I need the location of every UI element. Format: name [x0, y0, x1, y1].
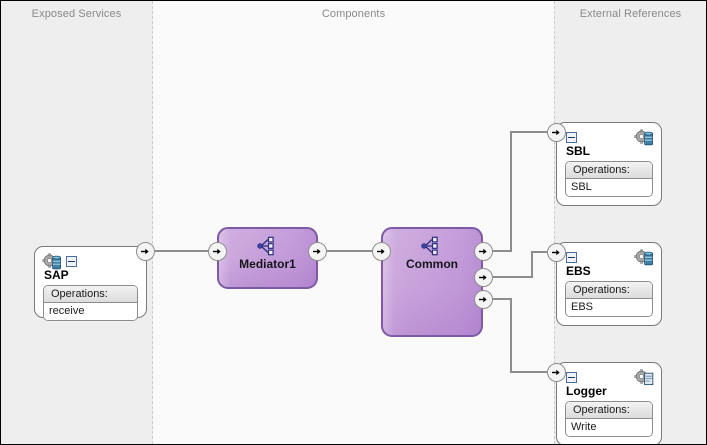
operations-header: Operations: [566, 402, 652, 419]
reference-node-sbl[interactable]: SBL Operations: SBL [556, 122, 662, 206]
port-common-output-3[interactable] [474, 290, 493, 309]
operations-header: Operations: [566, 282, 652, 299]
operations-header: Operations: [44, 286, 137, 303]
port-common-output-2[interactable] [474, 268, 493, 287]
port-logger-input[interactable] [547, 363, 566, 382]
reference-node-logger-operations: Operations: Write [565, 401, 653, 437]
operation-row[interactable]: EBS [566, 299, 652, 316]
component-mediator1[interactable]: Mediator1 [217, 227, 318, 289]
gear-file-icon [634, 369, 654, 387]
reference-node-logger-header: Logger [557, 363, 661, 401]
port-mediator1-input[interactable] [208, 242, 227, 261]
component-mediator1-label: Mediator1 [239, 257, 296, 271]
operation-row[interactable]: Write [566, 419, 652, 436]
mediator-icon [255, 236, 281, 256]
service-node-sap-title: SAP [44, 268, 69, 282]
lane-title-components: Components [321, 8, 386, 20]
collapse-toggle-logger[interactable] [566, 372, 577, 383]
operation-row[interactable]: SBL [566, 179, 652, 196]
port-common-input[interactable] [372, 242, 391, 261]
mediator-icon [419, 236, 445, 256]
reference-node-sbl-title: SBL [566, 144, 590, 158]
collapse-toggle-sbl[interactable] [566, 132, 577, 143]
gear-database-icon [42, 253, 62, 271]
component-common[interactable]: Common [381, 227, 483, 337]
service-node-sap-header: SAP [35, 247, 146, 285]
reference-node-ebs[interactable]: EBS Operations: EBS [556, 242, 662, 326]
port-common-output-1[interactable] [474, 242, 493, 261]
collapse-toggle-sap[interactable] [66, 256, 77, 267]
lane-components: Components [153, 1, 554, 444]
reference-node-logger[interactable]: Logger Operations: Write [556, 362, 662, 444]
component-common-label: Common [406, 257, 458, 271]
reference-node-sbl-operations: Operations: SBL [565, 161, 653, 197]
port-sbl-input[interactable] [547, 123, 566, 142]
collapse-toggle-ebs[interactable] [566, 252, 577, 263]
gear-database-icon [634, 129, 654, 147]
reference-node-ebs-operations: Operations: EBS [565, 281, 653, 317]
port-ebs-input[interactable] [547, 243, 566, 262]
service-node-sap[interactable]: SAP Operations: receive [34, 246, 147, 321]
service-node-sap-operations: Operations: receive [43, 285, 138, 321]
gear-database-icon [634, 249, 654, 267]
port-mediator1-output[interactable] [308, 242, 327, 261]
lane-exposed-services: Exposed Services [1, 1, 153, 444]
lane-title-exposed-services: Exposed Services [31, 8, 122, 20]
operations-header: Operations: [566, 162, 652, 179]
port-sap-output[interactable] [136, 242, 155, 261]
reference-node-logger-title: Logger [566, 384, 607, 398]
reference-node-sbl-header: SBL [557, 123, 661, 161]
reference-node-ebs-title: EBS [566, 264, 591, 278]
reference-node-ebs-header: EBS [557, 243, 661, 281]
operation-row[interactable]: receive [44, 303, 137, 320]
lane-title-external-references: External References [579, 8, 682, 20]
